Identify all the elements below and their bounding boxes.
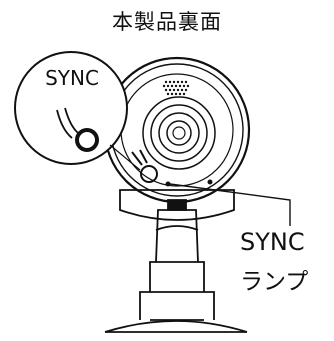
page-title: 本製品裏面	[112, 10, 222, 34]
lamp-leader-line	[169, 183, 291, 226]
sync-button	[131, 149, 158, 183]
camera-stand	[104, 189, 248, 333]
sync-lamp-label: SYNC	[240, 228, 305, 256]
sync-callout-label: SYNC	[45, 66, 99, 90]
camera-body	[103, 56, 251, 204]
callout-connector	[109, 144, 141, 171]
speaker-grille	[162, 80, 190, 96]
sync-callout-magnifier	[14, 51, 141, 171]
sync-lamp-label-line2: ランプ	[240, 269, 309, 295]
sync-lamp	[165, 181, 171, 187]
